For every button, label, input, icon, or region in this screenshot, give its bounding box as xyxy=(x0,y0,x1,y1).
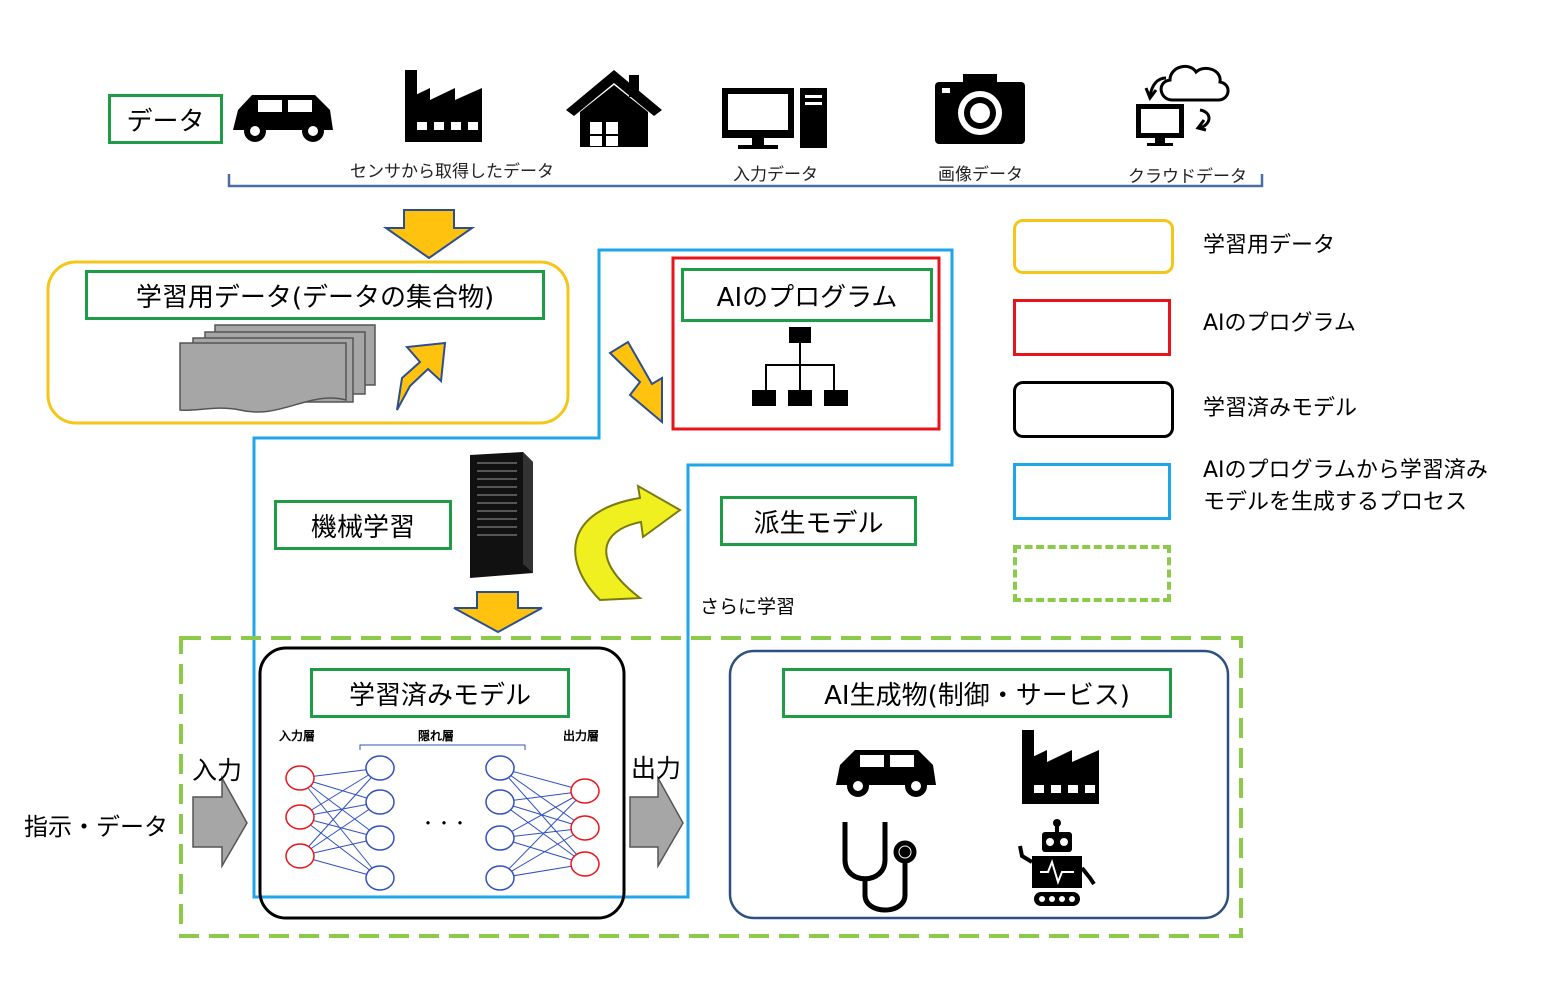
training-data-title: 学習用データ(データの集合物) xyxy=(85,270,545,320)
trained-model-frame xyxy=(258,646,626,920)
input-layer-label: 入力層 xyxy=(279,729,316,743)
legend-label-trained-model: 学習済みモデル xyxy=(1203,396,1358,421)
data-bracket xyxy=(227,174,1264,188)
ai-program-title: AIのプログラム xyxy=(681,268,933,322)
legend-label-training-data: 学習用データ xyxy=(1203,233,1336,258)
output-arrow xyxy=(629,775,684,869)
input-label: 入力 xyxy=(192,756,243,785)
documents-stack-icon xyxy=(179,324,376,413)
computer-icon xyxy=(722,88,827,149)
process-path xyxy=(252,248,954,899)
cloud-computer-icon xyxy=(1136,64,1230,146)
server-icon xyxy=(470,452,533,578)
diag-arrow-program xyxy=(608,340,663,425)
ai-products-frame xyxy=(728,649,1230,920)
down-arrow-model xyxy=(453,591,543,634)
input-data-label: 入力データ xyxy=(733,165,818,185)
robot-icon xyxy=(1018,819,1096,906)
training-data-frame xyxy=(46,260,570,425)
hidden-neurons xyxy=(365,755,515,891)
sensor-data-label: センサから取得したデータ xyxy=(350,162,554,182)
hierarchy-icon xyxy=(752,327,848,406)
data-title-box: データ xyxy=(108,94,223,144)
machine-learning-title: 機械学習 xyxy=(274,500,452,550)
curved-arrow-derived xyxy=(574,484,682,602)
legend-swatch-process xyxy=(1013,463,1171,520)
cloud-data-label: クラウドデータ xyxy=(1128,167,1247,187)
ai-program-frame xyxy=(671,256,941,431)
output-neurons xyxy=(570,778,600,877)
legend-swatch-service xyxy=(1013,545,1171,602)
diag-arrow-training xyxy=(396,341,447,411)
derived-model-title: 派生モデル xyxy=(720,496,917,546)
house-icon xyxy=(566,70,662,147)
output-layer-label: 出力層 xyxy=(563,729,600,743)
factory-icon xyxy=(1022,730,1099,804)
input-neurons xyxy=(285,765,315,869)
car-icon xyxy=(233,95,333,142)
instruction-data-label: 指示・データ xyxy=(24,813,168,841)
factory-icon xyxy=(405,70,482,142)
legend-label-process: AIのプログラムから学習済み モデルを生成するプロセス xyxy=(1203,458,1488,515)
trained-model-title: 学習済みモデル xyxy=(310,668,570,718)
ellipsis: ・・・ xyxy=(420,814,469,833)
output-label: 出力 xyxy=(631,754,682,783)
hidden-layer-label: 隠れ層 xyxy=(418,729,455,743)
stethoscope-icon xyxy=(842,822,917,913)
further-learning-note: さらに学習 xyxy=(700,596,796,618)
camera-icon xyxy=(935,74,1025,144)
legend-swatch-training-data xyxy=(1013,219,1174,274)
input-arrow xyxy=(192,775,248,869)
ai-products-title: AI生成物(制御・サービス) xyxy=(782,668,1172,718)
legend-swatch-trained-model xyxy=(1013,381,1174,438)
down-arrow-data xyxy=(382,209,476,260)
service-dashed-frame xyxy=(179,636,1243,938)
neural-network xyxy=(299,744,586,879)
car-icon xyxy=(836,750,936,797)
legend-swatch-ai-program xyxy=(1013,299,1171,356)
legend-label-ai-program: AIのプログラム xyxy=(1203,311,1356,336)
image-data-label: 画像データ xyxy=(938,165,1023,185)
